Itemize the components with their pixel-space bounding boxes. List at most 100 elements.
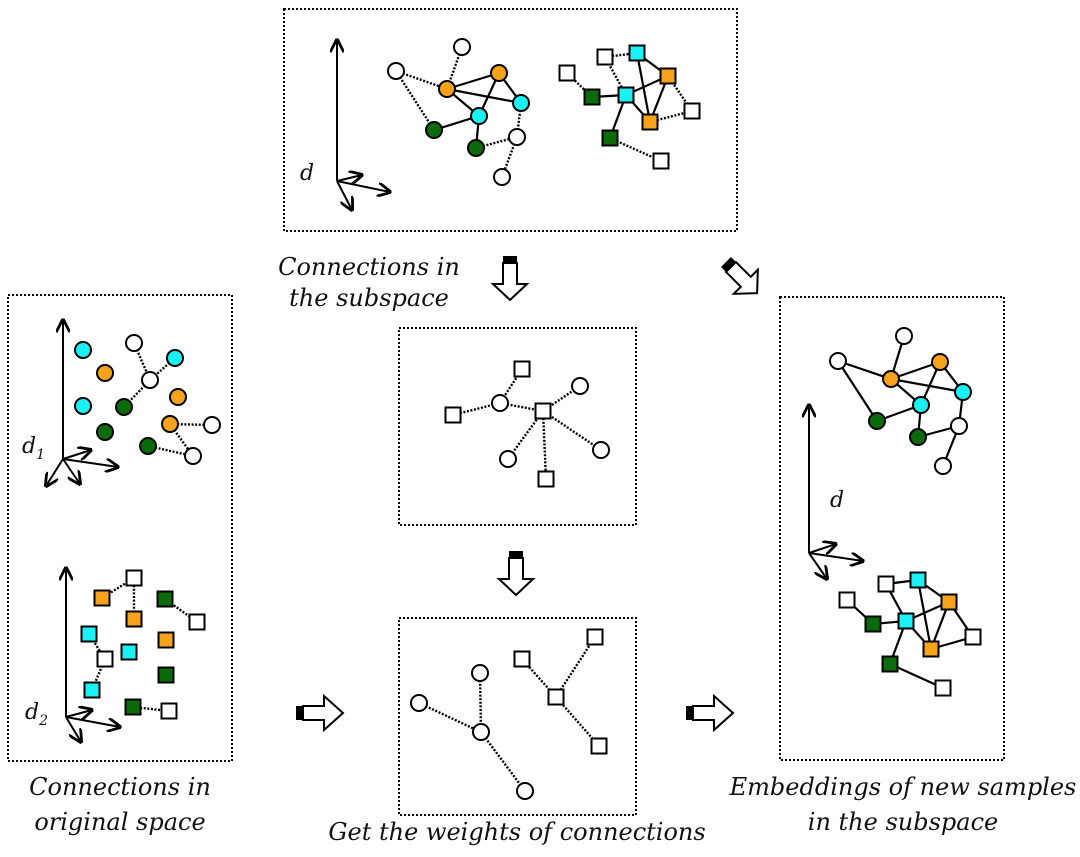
axis-label-d2: d2 — [25, 700, 48, 729]
white-square-node — [444, 406, 462, 424]
axes-left-bottom: d2 — [25, 568, 120, 742]
cyan-square-node — [80, 625, 98, 643]
solid-connection-right — [916, 579, 933, 650]
white-square-node — [590, 737, 608, 755]
white-square-node — [537, 470, 555, 488]
axis-w-right — [808, 552, 827, 579]
flow-arrow-tail — [686, 706, 693, 720]
white-square-node — [596, 48, 614, 66]
caption-embeddings-line1: Embeddings of new samples — [729, 773, 1077, 801]
white-square-node — [513, 360, 531, 378]
panel-subspace-connections — [283, 8, 738, 232]
cyan-square-node — [897, 612, 915, 630]
axis-w-left-bottom — [65, 716, 81, 742]
white-square-node — [652, 152, 670, 170]
axis-w-left-top — [62, 458, 80, 484]
orange-square-node — [125, 610, 143, 628]
white-circle-node — [125, 334, 143, 352]
flow-arrow-diagonal — [721, 257, 759, 295]
white-circle-node — [472, 723, 490, 741]
cyan-circle-node — [166, 349, 184, 367]
cyan-circle-node — [74, 341, 92, 359]
caption-subspace-line1: Connections in — [278, 253, 460, 281]
white-square-node — [586, 628, 604, 646]
white-circle-node — [410, 694, 428, 712]
cyan-square-node — [83, 681, 101, 699]
arrow-down-icon — [496, 557, 536, 597]
white-square-node — [125, 569, 143, 587]
flow-arrow-tail — [503, 256, 517, 263]
axis-z-left-top — [62, 450, 91, 459]
white-circle-node — [508, 128, 526, 146]
axes-top: d — [300, 40, 390, 210]
caption-embeddings-line2: in the subspace — [808, 808, 998, 836]
white-circle-node — [491, 394, 509, 412]
axes-right: d — [809, 405, 863, 579]
arrow-right-icon — [692, 693, 735, 733]
green-square-node — [124, 698, 142, 716]
white-circle-node — [493, 168, 511, 186]
white-circle-node — [950, 417, 968, 435]
white-square-node — [683, 102, 701, 120]
cyan-square-node — [909, 571, 927, 589]
dotted-connection-mid2 — [480, 731, 526, 792]
edges-layer — [87, 46, 974, 792]
axis-z-right — [808, 544, 836, 553]
axis-z-top — [336, 175, 362, 181]
panel-new-embeddings — [779, 296, 1005, 761]
axis-x-left-top — [62, 458, 118, 467]
orange-square-node — [922, 640, 940, 658]
caption-weights: Get the weights of connections — [328, 818, 705, 846]
cyan-square-node — [120, 643, 138, 661]
dotted-connection-mid2 — [418, 701, 482, 734]
orange-circle-node — [169, 388, 187, 406]
green-circle-node — [139, 437, 157, 455]
arrow-right-icon — [302, 693, 345, 733]
white-circle-node — [203, 416, 221, 434]
orange-circle-node — [96, 364, 114, 382]
arrow-down-icon — [490, 262, 530, 302]
orange-circle-node — [161, 415, 179, 433]
green-circle-node — [96, 423, 114, 441]
dotted-connection-mid2 — [554, 636, 597, 698]
dotted-connection-top — [394, 70, 436, 131]
cyan-circle-node — [74, 397, 92, 415]
green-square-node — [864, 615, 882, 633]
axis-v-left-top — [46, 458, 64, 486]
green-circle-node — [909, 428, 927, 446]
orange-square-node — [659, 67, 677, 85]
orange-circle-node — [490, 64, 508, 82]
orange-square-node — [641, 113, 659, 131]
white-circle-node — [471, 664, 489, 682]
white-circle-node — [934, 457, 952, 475]
white-square-node — [547, 688, 565, 706]
cyan-circle-node — [512, 94, 530, 112]
orange-square-node — [93, 589, 111, 607]
flow-arrow-tail — [509, 551, 523, 558]
flow-arrow-tail — [721, 257, 736, 272]
green-square-node — [601, 129, 619, 147]
white-circle-node — [895, 327, 913, 345]
solid-connection-right — [890, 377, 964, 394]
white-circle-node — [499, 450, 517, 468]
cyan-circle-node — [470, 107, 488, 125]
axis-x-left-bottom — [65, 716, 120, 727]
axes-left-top: d1 — [22, 320, 118, 486]
white-square-node — [877, 575, 895, 593]
green-square-node — [157, 666, 175, 684]
flow-arrow-down-2 — [496, 551, 536, 597]
orange-square-node — [157, 631, 175, 649]
white-circle-node — [184, 447, 202, 465]
caption-subspace-line2: the subspace — [289, 284, 449, 312]
orange-circle-node — [931, 353, 949, 371]
panel-connection-pattern — [398, 327, 637, 526]
white-square-node — [964, 628, 982, 646]
white-square-node — [188, 613, 206, 631]
dotted-connection-mid1 — [541, 410, 548, 480]
orange-circle-node — [882, 370, 900, 388]
dotted-connection-mid2 — [478, 672, 483, 733]
axis-x-right — [808, 552, 863, 561]
axis-z-left-bottom — [65, 710, 92, 717]
cyan-circle-node — [954, 383, 972, 401]
